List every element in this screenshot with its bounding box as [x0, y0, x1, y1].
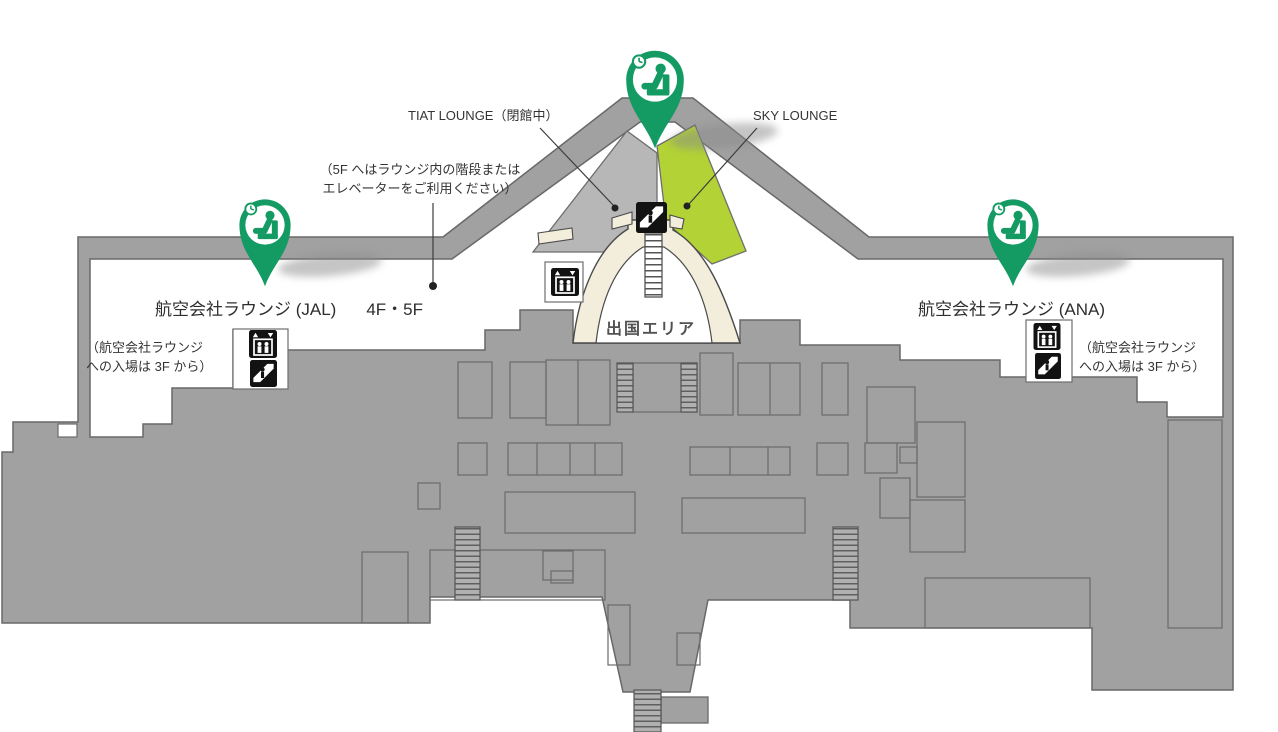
leader-lines	[429, 127, 758, 290]
lounge-pin-ana[interactable]	[981, 193, 1045, 288]
sky-lounge-label: SKY LOUNGE	[753, 108, 838, 123]
ana-lounge-label: 航空会社ラウンジ (ANA)	[918, 295, 1105, 320]
tiat-lounge-label: TIAT LOUNGE（閉館中）	[408, 108, 559, 123]
elevator-icon	[551, 268, 579, 296]
note-5f-line1: （5F へはラウンジ内の階段または	[319, 162, 521, 177]
room-partitions	[361, 352, 1223, 666]
departure-escalator-run	[644, 232, 663, 298]
note-3f-entry-left: （航空会社ラウンジ への入場は 3F から）	[86, 338, 212, 376]
note-3f-entry-right: （航空会社ラウンジ への入場は 3F から）	[1079, 338, 1205, 376]
jal-access-icons	[232, 328, 289, 390]
ana-lounge-name: 航空会社ラウンジ (ANA)	[918, 300, 1105, 319]
note-5f-line2: エレベーターをご利用ください）	[322, 181, 518, 196]
pier-tail-room	[660, 696, 709, 724]
departure-area-label: 出国エリア	[606, 321, 697, 338]
jal-lounge-name: 航空会社ラウンジ (JAL)	[155, 300, 337, 319]
escalator-icon	[1035, 353, 1061, 379]
elevator-icon	[1033, 323, 1061, 350]
wall-notch	[57, 423, 78, 438]
escalator-icon	[636, 202, 667, 233]
elevator-icon	[249, 330, 277, 358]
departure-area-arch	[537, 202, 741, 344]
note-3f-line2: への入場は 3F から）	[1079, 359, 1206, 374]
note-3f-line1: （航空会社ラウンジ	[1079, 340, 1197, 355]
jal-lounge-label: 航空会社ラウンジ (JAL) 4F・5F	[155, 295, 423, 320]
stairs-hatches	[454, 362, 859, 732]
note-5f-access: （5F へはラウンジ内の階段または エレベーターをご利用ください）	[295, 160, 545, 198]
lounge-pin-sky-tiat[interactable]	[619, 44, 691, 150]
note-3f-line2: への入場は 3F から）	[86, 359, 213, 374]
escalator-icon	[250, 360, 277, 387]
pin-shadows	[278, 122, 1130, 277]
lounge-pin-jal[interactable]	[233, 193, 297, 288]
ana-access-icons	[1025, 319, 1073, 383]
note-3f-line1: （航空会社ラウンジ	[86, 340, 204, 355]
jal-lounge-floors: 4F・5F	[366, 300, 424, 319]
